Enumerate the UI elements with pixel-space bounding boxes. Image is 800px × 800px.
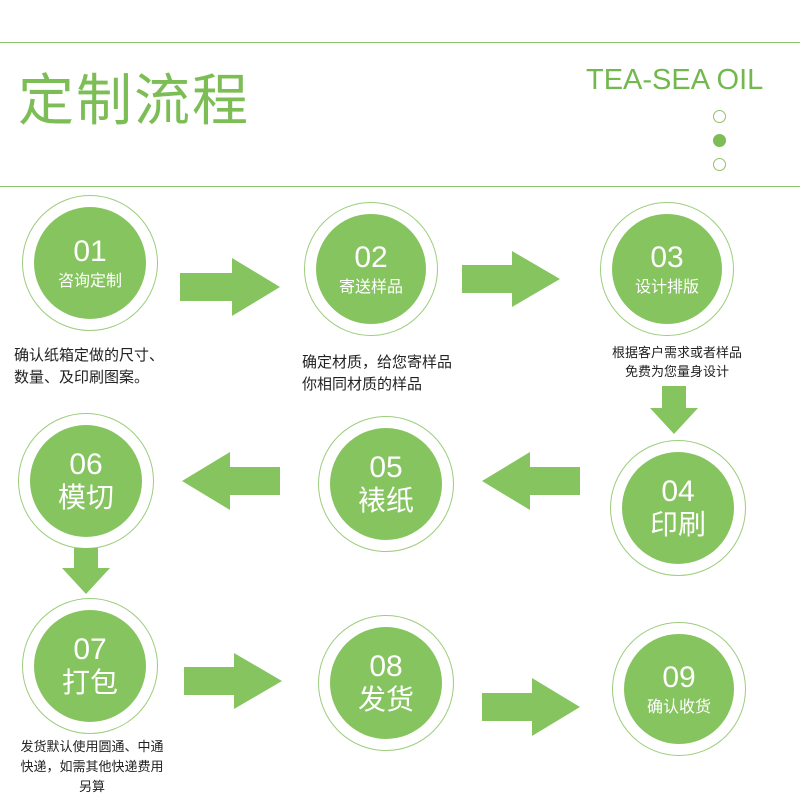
step-07-circle: 07 打包 [34,610,146,722]
step-01-desc-line-1: 确认纸箱定做的尺寸、 [14,346,165,364]
step-06-circle: 06 模切 [30,425,142,537]
step-02-desc-line-1: 确定材质，给您寄样品 [302,353,453,371]
step-03-description: 根据客户需求或者样品 免费为您量身设计 [592,344,762,382]
step-07-desc-line-3: 另算 [78,780,105,795]
step-01-description: 确认纸箱定做的尺寸、 数量、及印刷图案。 [14,344,164,388]
step-06-label: 模切 [57,481,114,514]
step-04-circle: 04 印刷 [622,452,734,564]
step-04-number: 04 [661,475,695,508]
step-02-desc-line-2: 你相同材质的样品 [302,375,423,393]
header-bottom-line [0,186,800,187]
step-09-label: 确认收货 [646,697,711,716]
step-09-circle: 09 确认收货 [624,634,734,744]
step-06-number: 06 [69,448,103,481]
step-02-description: 确定材质，给您寄样品 你相同材质的样品 [302,351,452,395]
step-09-number: 09 [662,661,696,694]
step-08-label: 发货 [357,683,414,716]
step-07-desc-line-2: 快递，如需其他快递费用 [20,760,164,775]
step-08-number: 08 [369,650,403,683]
step-01-label: 咨询定制 [57,271,122,290]
step-07-number: 07 [73,633,107,666]
step-03-desc-line-1: 根据客户需求或者样品 [611,346,742,361]
step-03-circle: 03 设计排版 [612,214,722,324]
step-07-description: 发货默认使用圆通、中通 快递，如需其他快递费用 另算 [2,738,182,798]
step-01-number: 01 [73,235,107,268]
arrow-right-3-icon [184,653,282,709]
step-04-label: 印刷 [649,508,706,541]
step-03-desc-line-2: 免费为您量身设计 [624,365,729,380]
arrow-right-1-icon [180,258,280,316]
arrow-right-4-icon [482,678,580,736]
indicator-dot-2 [713,134,726,147]
page-title: 定制流程 [18,69,250,134]
step-08-circle: 08 发货 [330,627,442,739]
step-05-label: 裱纸 [357,484,414,517]
step-05-number: 05 [369,451,403,484]
step-01-circle: 01 咨询定制 [34,207,146,319]
arrow-right-2-icon [462,251,560,307]
step-01-desc-line-2: 数量、及印刷图案。 [14,368,150,386]
arrow-left-2-icon [182,452,280,510]
arrow-left-1-icon [482,452,580,510]
step-07-label: 打包 [61,666,118,699]
arrow-down-1-icon [650,386,698,434]
step-03-label: 设计排版 [634,277,699,296]
step-05-circle: 05 裱纸 [330,428,442,540]
indicator-dot-3 [713,158,726,171]
brand-name: TEA-SEA OIL [586,64,764,96]
arrow-down-2-icon [62,548,110,594]
step-02-label: 寄送样品 [338,277,403,296]
step-02-circle: 02 寄送样品 [316,214,426,324]
step-03-number: 03 [650,241,684,274]
step-07-desc-line-1: 发货默认使用圆通、中通 [20,740,164,755]
step-02-number: 02 [354,241,388,274]
header-top-line [0,42,800,43]
indicator-dot-1 [713,110,726,123]
